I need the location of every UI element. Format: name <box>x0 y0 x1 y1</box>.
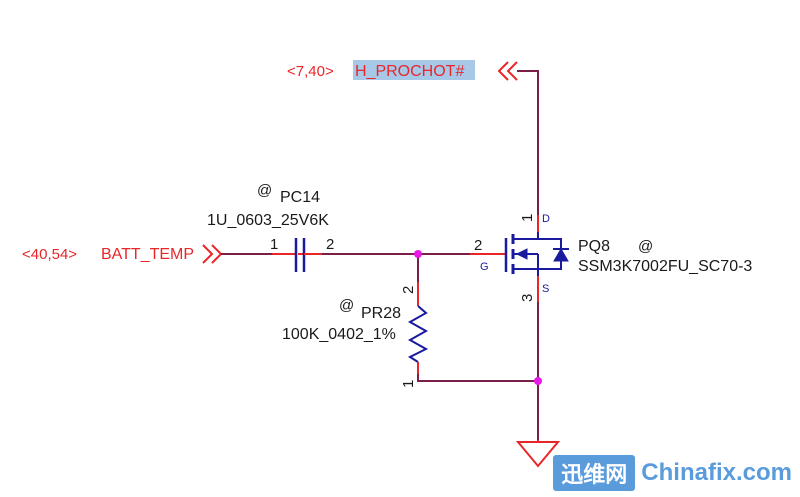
resistor-symbol[interactable] <box>407 282 429 374</box>
junction-source <box>534 377 542 385</box>
batt-temp-ref: <40,54> <box>22 246 77 263</box>
pq8-pin-gate: 2 <box>474 237 482 254</box>
pc14-value[interactable]: 1U_0603_25V6K <box>207 212 329 229</box>
pr28-pin2: 2 <box>400 286 417 294</box>
wires <box>221 70 539 440</box>
h-prochot-offpage-arrow[interactable] <box>497 61 518 81</box>
pr28-value[interactable]: 100K_0402_1% <box>282 326 396 343</box>
pq8-marker: @ <box>638 238 653 255</box>
batt-temp-offpage-arrow[interactable] <box>202 244 223 264</box>
mosfet-symbol[interactable] <box>470 215 569 302</box>
pr28-pin1: 1 <box>400 380 417 388</box>
pq8-part[interactable]: SSM3K7002FU_SC70-3 <box>578 258 752 275</box>
pq8-ref[interactable]: PQ8 <box>578 238 610 255</box>
capacitor-symbol[interactable] <box>272 238 322 272</box>
pq8-pin-source: 3 <box>519 294 536 302</box>
watermark-brand: 迅维网 <box>553 455 636 491</box>
pc14-pin2: 2 <box>326 236 334 253</box>
pq8-source-label: S <box>542 283 549 295</box>
watermark-site: Chinafix.com <box>641 459 792 486</box>
batt-temp-net[interactable]: BATT_TEMP <box>101 246 194 263</box>
pq8-gate-label: G <box>480 261 489 273</box>
pr28-marker: @ <box>339 297 354 314</box>
net-highlight <box>353 60 475 80</box>
h-prochot-net[interactable]: H_PROCHOT# <box>355 63 464 80</box>
pc14-marker: @ <box>257 182 272 199</box>
pc14-pin1: 1 <box>270 236 278 253</box>
h-prochot-ref: <7,40> <box>287 63 334 80</box>
pq8-drain-label: D <box>542 213 550 225</box>
pr28-ref[interactable]: PR28 <box>361 305 401 322</box>
junction-gate <box>414 250 422 258</box>
ground-icon <box>515 440 561 468</box>
pc14-ref[interactable]: PC14 <box>280 189 320 206</box>
pq8-pin-drain: 1 <box>519 214 536 222</box>
watermark: 迅维网 Chinafix.com <box>553 455 792 491</box>
